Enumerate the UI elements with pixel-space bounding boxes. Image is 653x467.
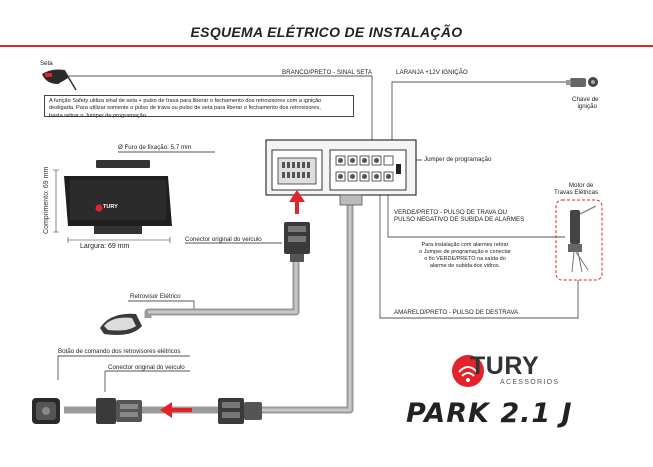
label-verde-preto: VERDE/PRETO - PULSO DE TRAVA OU PULSO NE…: [394, 209, 524, 224]
alarm-note-line1: Para instalação com alarmes retirar: [421, 242, 509, 248]
safety-note-line2: desligada. Para utilizar somente o pulso…: [49, 105, 321, 112]
label-motor: Motor de Travas Elétricas: [554, 182, 598, 197]
label-conector-top: Conector original do veículo: [185, 236, 262, 243]
arrow-up-icon: [289, 190, 305, 214]
arrow-left-icon: [160, 402, 192, 418]
label-seta: Seta: [40, 60, 53, 67]
connector-box: [265, 139, 417, 206]
alarm-note: Para instalação com alarmes retirar o Ju…: [410, 242, 520, 271]
lock-motor-icon: [555, 199, 603, 281]
page-title: ESQUEMA ELÉTRICO DE INSTALAÇÃO: [190, 24, 463, 40]
module-icon: [64, 160, 172, 234]
label-verde-preto-line2: PULSO NEGATIVO DE SUBIDA DE ALARMES: [394, 216, 525, 224]
label-largura: Largura: 69 mm: [80, 243, 130, 250]
alarm-note-line2: o Jumper de programação e conectar: [419, 249, 511, 256]
cable-retrovisor: [144, 260, 300, 318]
safety-note-line1: A função Safety utiliza sinal de seta + …: [49, 98, 322, 104]
alarm-note-line4: alarme de subida dos vidros.: [429, 263, 501, 270]
label-amarelo-preto: AMARELO/PRETO - PULSO DE DESTRAVA: [394, 309, 519, 316]
mirror-icon: [100, 313, 142, 335]
alarm-note-line3: o fio VERDE/PRETO na saída do: [424, 256, 506, 263]
title-underline: [0, 45, 653, 47]
label-chave: Chave de ignição: [572, 96, 599, 111]
label-laranja: LARANJA +12V IGNIÇÃO: [396, 69, 468, 76]
vehicle-connector-top-icon: [284, 222, 310, 262]
ignition-key-icon: [566, 77, 598, 87]
brand-name: TURY: [470, 352, 540, 380]
brand-subtitle: ACESSÓRIOS: [500, 379, 560, 386]
wire-verde-preto: [387, 185, 565, 238]
tury-logo-icon: [452, 355, 484, 387]
label-chave-line2: ignição: [577, 103, 598, 111]
product-name: PARK 2.1 J: [406, 398, 573, 429]
wire-laranja: [391, 81, 570, 140]
label-conector-bottom: Conector original do veículo: [108, 364, 185, 371]
label-comprimento: Comprimento: 69 mm: [43, 166, 50, 234]
label-branco-preto: BRANCO/PRETO - SINAL SETA: [282, 69, 372, 76]
label-retrovisor: Retrovisor Elétrico: [130, 293, 181, 300]
label-motor-line2: Travas Elétricas: [554, 189, 599, 197]
jumper-icon: [396, 164, 401, 174]
label-motor-line1: Motor de: [568, 182, 594, 189]
wire-amarelo-preto: [379, 185, 579, 319]
label-chave-line1: Chave de: [572, 96, 599, 103]
label-furo: Ø Furo de fixação: 5,7 mm: [118, 144, 192, 151]
safety-note: A função Safety utiliza sinal de seta + …: [44, 95, 354, 119]
module-brand-label: TURY: [103, 204, 118, 210]
vehicle-connector-bottom-icon: [96, 398, 142, 424]
mirror-switch-icon: [32, 398, 60, 424]
label-verde-preto-line1: VERDE/PRETO - PULSO DE TRAVA OU: [394, 209, 508, 216]
safety-note-line3: basta retirar o Jumper de programação.: [49, 112, 148, 119]
harness-connector-icon: [218, 398, 262, 424]
seta-icon: [42, 69, 77, 91]
wire-branco-preto: [62, 75, 373, 140]
label-botao: Botão de comando dos retrovisores elétri…: [58, 348, 181, 355]
label-jumper: Jumper de programação: [424, 156, 492, 163]
